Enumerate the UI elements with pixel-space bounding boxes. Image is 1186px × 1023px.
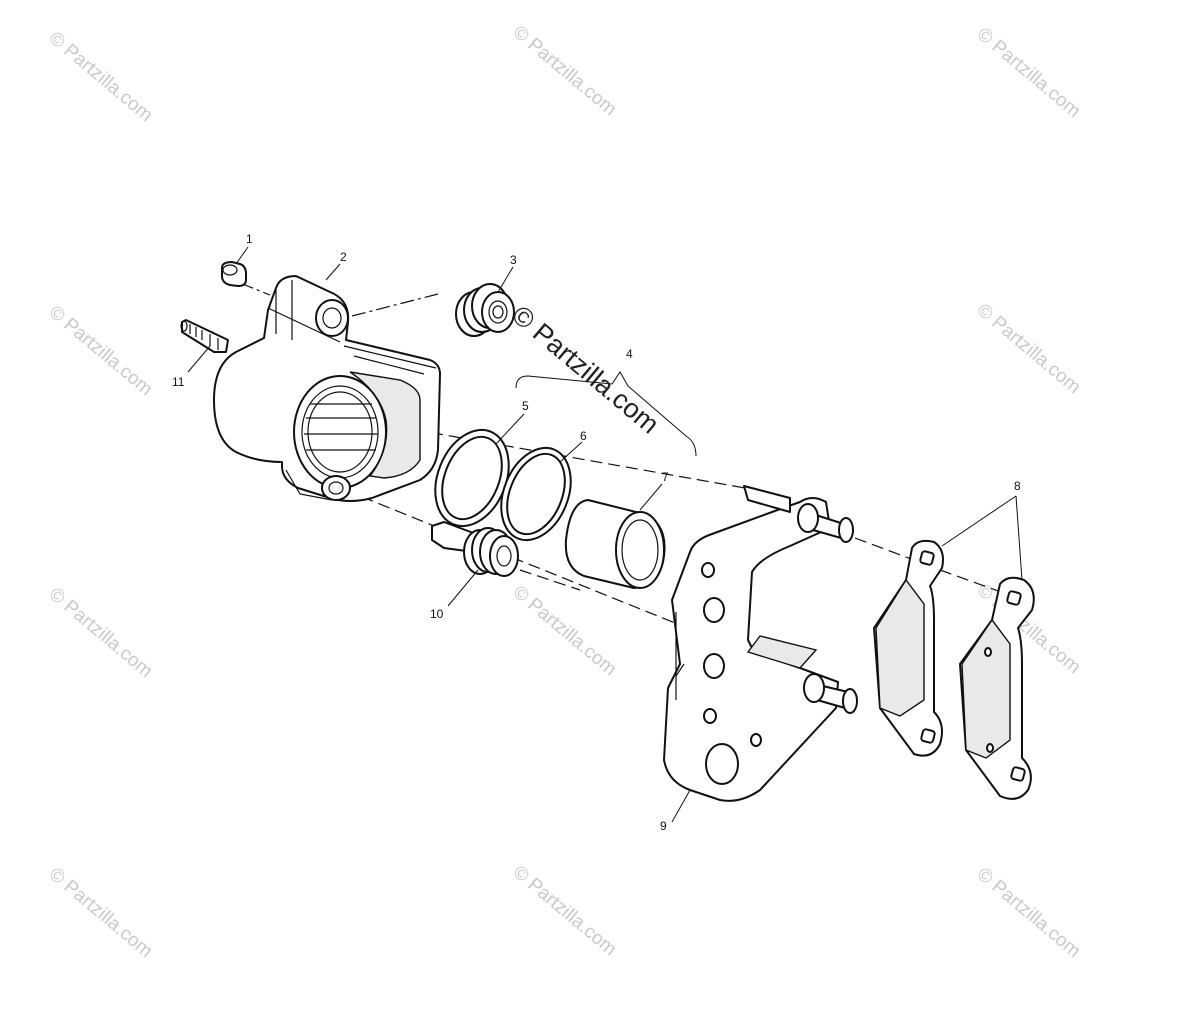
callout-2: 2: [340, 250, 347, 264]
watermark: © Partzilla.com: [45, 864, 157, 962]
part-9-caliper-bracket: [663, 485, 858, 802]
part-2-caliper-body: [213, 275, 441, 502]
part-8-brake-pads: [873, 539, 1035, 800]
callout-6: 6: [580, 429, 587, 443]
leader-lines: [187, 246, 1023, 823]
part-6-dust-seal: [500, 446, 572, 542]
callout-5: 5: [522, 399, 529, 413]
callout-4: 4: [626, 347, 633, 361]
callout-7: 7: [662, 470, 669, 484]
part-3-boot-upper: [455, 283, 515, 337]
callout-3: 3: [510, 253, 517, 267]
part-11-bleeder-screw: [180, 319, 229, 353]
callout-11: 11: [172, 375, 185, 389]
callout-8: 8: [1014, 479, 1021, 493]
watermark: © Partzilla.com: [973, 300, 1085, 398]
callout-labels: 1 2 3 4 5 6 7 8 9 10 11: [172, 232, 1021, 833]
watermark: © Partzilla.com: [973, 24, 1085, 122]
watermark: © Partzilla.com: [45, 302, 157, 400]
watermark: © Partzilla.com: [509, 582, 621, 680]
part-1-bleeder-cap: [221, 261, 247, 287]
part-10-slide-pin-boot: [431, 521, 519, 577]
kit-4-bracket: [515, 371, 697, 457]
callout-1: 1: [246, 232, 253, 246]
watermark: © Partzilla.com: [45, 28, 157, 126]
center-watermark: © Partzilla.com: [506, 300, 665, 440]
watermark: © Partzilla.com: [509, 862, 621, 960]
callout-9: 9: [660, 819, 667, 833]
callout-10: 10: [430, 607, 444, 621]
watermark: © Partzilla.com: [973, 864, 1085, 962]
part-7-piston: [564, 499, 666, 589]
watermark: © Partzilla.com: [45, 584, 157, 682]
watermark: © Partzilla.com: [509, 22, 621, 120]
